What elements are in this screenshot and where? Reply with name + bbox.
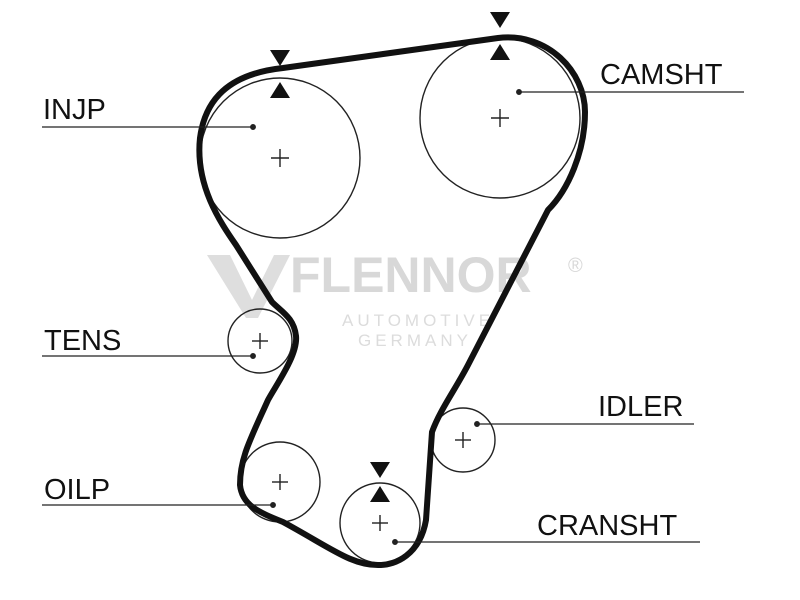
label-injp: INJP bbox=[43, 94, 106, 126]
injp-timing-mark bbox=[270, 50, 290, 98]
watermark-line2: GERMANY bbox=[358, 331, 472, 350]
label-idler: IDLER bbox=[598, 391, 683, 423]
idler-leader bbox=[474, 421, 694, 427]
cransht-leader bbox=[392, 539, 700, 545]
camsht-center-cross bbox=[491, 109, 509, 127]
tens-center-cross bbox=[252, 333, 268, 349]
label-cransht: CRANSHT bbox=[537, 510, 677, 542]
timing-belt bbox=[196, 34, 588, 569]
idler-center-cross bbox=[455, 432, 471, 448]
flennor-watermark: FLENNOR ® AUTOMOTIVE GERMANY bbox=[207, 247, 583, 350]
tensioner-pulley bbox=[227, 308, 293, 374]
watermark-line1: AUTOMOTIVE bbox=[342, 311, 494, 330]
label-tens: TENS bbox=[44, 325, 121, 357]
oilp-center-cross bbox=[272, 474, 288, 490]
label-oilp: OILP bbox=[44, 474, 110, 506]
watermark-brand: FLENNOR bbox=[290, 247, 532, 303]
cransht-center-cross bbox=[372, 515, 388, 531]
label-camsht: CAMSHT bbox=[600, 59, 723, 91]
injp-center-cross bbox=[271, 149, 289, 167]
watermark-registered-mark: ® bbox=[568, 255, 583, 277]
flennor-logo-mark bbox=[207, 255, 290, 318]
oilp-leader bbox=[42, 502, 276, 508]
camsht-timing-mark bbox=[490, 12, 510, 60]
tens-leader bbox=[42, 353, 256, 359]
injp-leader bbox=[42, 124, 256, 130]
camsht-leader bbox=[516, 89, 744, 95]
cransht-timing-mark bbox=[370, 462, 390, 502]
